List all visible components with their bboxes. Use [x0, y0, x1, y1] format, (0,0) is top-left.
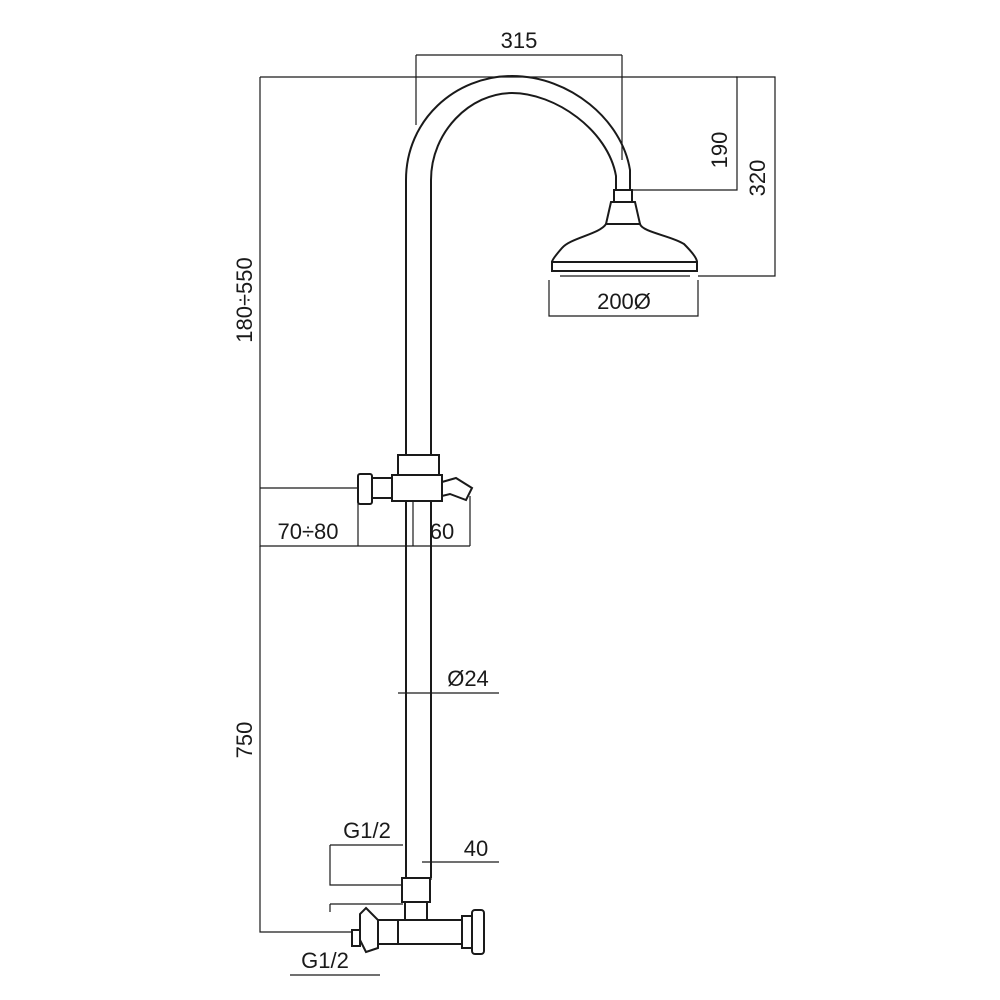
label-g12-upper: G1/2	[343, 818, 391, 843]
diverter-collar	[397, 454, 440, 476]
label-g12-lower: G1/2	[301, 948, 349, 973]
dim-line-320	[698, 76, 776, 277]
dimension-lines	[259, 54, 776, 976]
wall-bracket-arm	[371, 477, 393, 499]
cross-handle-icon	[471, 909, 485, 955]
lower-connector-nut	[404, 901, 428, 921]
hose-outlet	[441, 476, 474, 502]
label-70-80: 70÷80	[277, 519, 338, 544]
dim-line-315	[415, 54, 623, 160]
diverter-body	[391, 474, 443, 502]
lower-connector	[401, 877, 431, 903]
inlet-stub	[351, 929, 361, 947]
shower-column	[351, 74, 699, 955]
label-200: 200Ø	[597, 289, 651, 314]
gooseneck-outer-line	[405, 74, 631, 455]
label-750: 750	[232, 722, 257, 759]
label-180-550: 180÷550	[232, 257, 257, 343]
dim-line-40	[422, 861, 499, 880]
label-24: Ø24	[447, 666, 489, 691]
gooseneck-inner-line	[430, 91, 617, 455]
valve-bonnet	[461, 915, 473, 949]
shower-head-rim	[551, 261, 698, 272]
dim-line-750	[259, 546, 355, 933]
label-60: 60	[430, 519, 454, 544]
wall-inlet-flange	[359, 906, 379, 954]
dimension-labels: 315 190 320 180÷550 200Ø 70÷80 60 Ø24 75…	[232, 28, 770, 973]
label-40: 40	[464, 836, 488, 861]
label-320: 320	[745, 160, 770, 197]
label-315: 315	[501, 28, 538, 53]
head-nut	[613, 189, 633, 203]
dim-line-200	[548, 280, 699, 317]
dim-line-180-550	[259, 76, 510, 488]
dim-line-g12-upper	[329, 844, 403, 886]
inlet-nut	[377, 919, 399, 945]
label-190: 190	[707, 132, 732, 169]
dim-line-g12-lower	[290, 903, 403, 976]
valve-body	[397, 919, 463, 945]
wall-flange	[357, 473, 373, 505]
head-swivel	[604, 201, 642, 225]
dim-line-190	[510, 76, 738, 191]
shower-head	[550, 223, 699, 263]
